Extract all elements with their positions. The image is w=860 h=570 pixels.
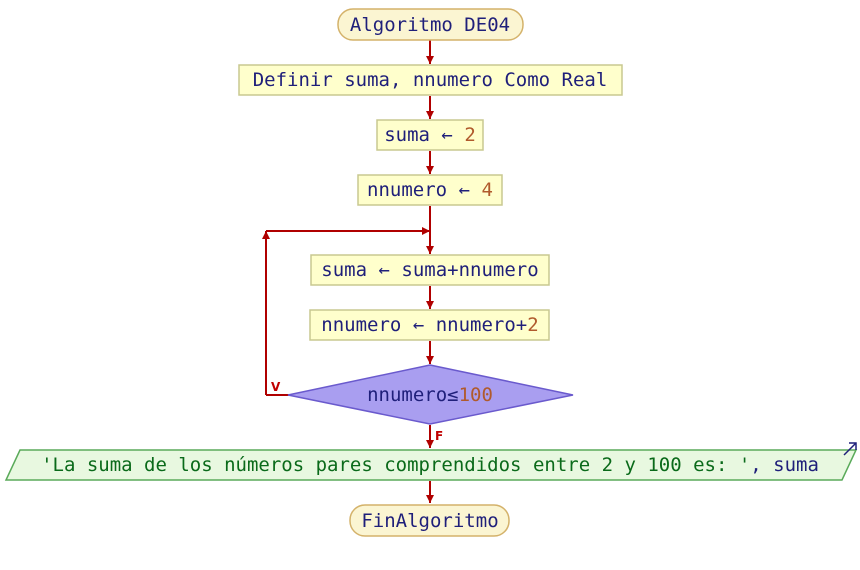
define-label: Definir suma, nnumero Como Real [253,69,608,91]
start-terminal: Algoritmo DE04 [337,8,524,41]
loop-body-nnumero-process: nnumero ← nnumero+2 [309,309,550,341]
output-label: 'La suma de los números pares comprendid… [41,454,819,476]
loop-body-nnumero-label: nnumero ← nnumero+2 [321,314,538,336]
assign-nnumero-label: nnumero ← 4 [367,179,493,201]
loop-body-suma-label: suma ← suma+nnumero [321,259,538,281]
connectors [262,40,434,503]
assign-suma-label: suma ← 2 [384,124,476,146]
false-branch-label: F [435,429,443,443]
end-terminal: FinAlgoritmo [349,504,510,537]
loop-body-suma-process: suma ← suma+nnumero [310,254,550,286]
output-arrow-icon [843,442,857,456]
output-process: 'La suma de los números pares comprendid… [4,442,858,481]
assign-suma-process: suma ← 2 [376,119,484,151]
start-label: Algoritmo DE04 [350,14,510,36]
true-branch-label: V [271,380,281,394]
assign-nnumero-process: nnumero ← 4 [357,174,503,206]
condition-decision: nnumero≤100 [287,364,574,425]
condition-label: nnumero≤100 [367,384,493,406]
define-process: Definir suma, nnumero Como Real [238,64,623,96]
end-label: FinAlgoritmo [361,510,498,532]
